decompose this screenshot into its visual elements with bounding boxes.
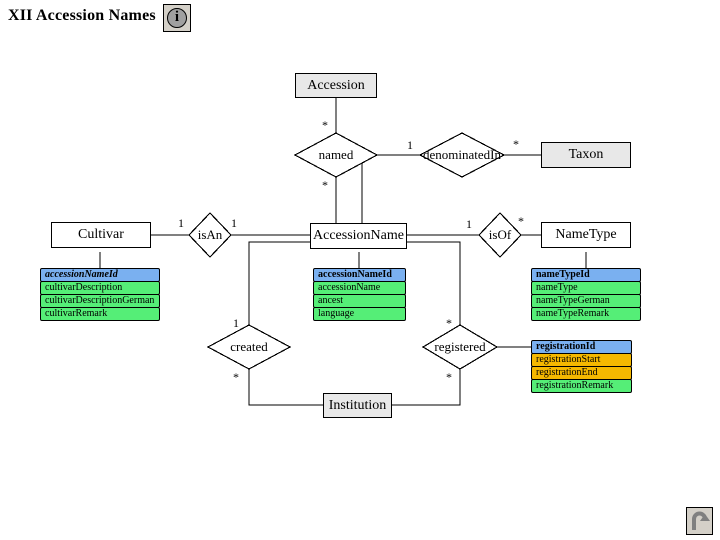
entity-accessionname-label: AccessionName bbox=[313, 228, 404, 243]
cardinality-created-institution: * bbox=[233, 370, 239, 384]
cardinality-cultivar-isan: 1 bbox=[178, 216, 184, 230]
cardinality-created-top: 1 bbox=[233, 316, 239, 330]
cardinality-named-accessionname: * bbox=[322, 178, 328, 192]
attribute-registrationRemark: registrationRemark bbox=[531, 379, 632, 393]
entity-accession-label: Accession bbox=[307, 77, 365, 93]
attribute-registrationEnd: registrationEnd bbox=[531, 366, 632, 380]
attribute-accessionName: accessionName bbox=[313, 281, 406, 295]
attribute-language: language bbox=[313, 307, 406, 321]
entity-accessionname[interactable]: AccessionName bbox=[310, 223, 407, 249]
attribute-nameTypeId: nameTypeId bbox=[531, 268, 641, 282]
attribute-nameTypeRemark: nameTypeRemark bbox=[531, 307, 641, 321]
attribute-registrationId: registrationId bbox=[531, 340, 632, 354]
relationship-isan-label: isAn bbox=[197, 227, 223, 242]
entity-accession[interactable]: Accession bbox=[295, 73, 377, 98]
entity-nametype[interactable]: NameType bbox=[541, 222, 631, 248]
cardinality-isof-left: 1 bbox=[466, 217, 472, 231]
attribute-nameType: nameType bbox=[531, 281, 641, 295]
relationship-isof[interactable]: isOf bbox=[479, 213, 521, 257]
cardinality-isan-accessionname: 1 bbox=[231, 216, 237, 230]
info-icon-glyph: i bbox=[174, 9, 180, 25]
entity-cultivar[interactable]: Cultivar bbox=[51, 222, 151, 248]
info-icon-circle bbox=[167, 8, 187, 28]
relationship-denominatedin-label: denominatedIn bbox=[423, 147, 501, 162]
entity-cultivar-label: Cultivar bbox=[78, 227, 124, 242]
cardinality-denominatedin-taxon: * bbox=[513, 137, 519, 151]
entity-taxon-label: Taxon bbox=[568, 147, 604, 162]
relationship-created-label: created bbox=[230, 339, 268, 354]
entity-institution[interactable]: Institution bbox=[323, 393, 392, 418]
cardinality-registered-institution: * bbox=[446, 370, 452, 384]
cardinality-denominatedin-left: 1 bbox=[407, 138, 413, 152]
attribute-cultivarDescription: cultivarDescription bbox=[40, 281, 160, 295]
entity-taxon[interactable]: Taxon bbox=[541, 142, 631, 168]
relationship-named-label: named bbox=[318, 147, 354, 162]
attribute-cultivarRemark: cultivarRemark bbox=[40, 307, 160, 321]
page-header: XII Accession Names i bbox=[0, 0, 720, 45]
relationship-named[interactable]: named bbox=[295, 133, 377, 177]
page-title: XII Accession Names bbox=[8, 7, 156, 24]
relationship-registered[interactable]: registered bbox=[423, 325, 497, 369]
relationship-isof-label: isOf bbox=[488, 227, 512, 242]
entity-institution-label: Institution bbox=[328, 397, 387, 413]
attribute-registrationStart: registrationStart bbox=[531, 353, 632, 367]
info-icon[interactable]: i bbox=[163, 4, 191, 32]
attribute-ancest: ancest bbox=[313, 294, 406, 308]
relationship-created[interactable]: created bbox=[208, 325, 290, 369]
relationship-denominatedin[interactable]: denominatedIn bbox=[420, 133, 504, 177]
attribute-accessionNameId: accessionNameId bbox=[313, 268, 406, 282]
attribute-accessionNameId: accessionNameId bbox=[40, 268, 160, 282]
attribute-nameTypeGerman: nameTypeGerman bbox=[531, 294, 641, 308]
return-arrow-icon[interactable] bbox=[686, 507, 713, 535]
relationship-registered-label: registered bbox=[434, 339, 486, 354]
cardinality-isof-nametype: * bbox=[518, 214, 524, 228]
entity-nametype-label: NameType bbox=[555, 227, 617, 242]
cardinality-registered-top: * bbox=[446, 316, 452, 330]
relationship-isan[interactable]: isAn bbox=[189, 213, 231, 257]
attribute-cultivarDescriptionGerman: cultivarDescriptionGerman bbox=[40, 294, 160, 308]
cardinality-accession-named: * bbox=[322, 118, 328, 132]
return-arrow-glyph bbox=[692, 511, 710, 530]
